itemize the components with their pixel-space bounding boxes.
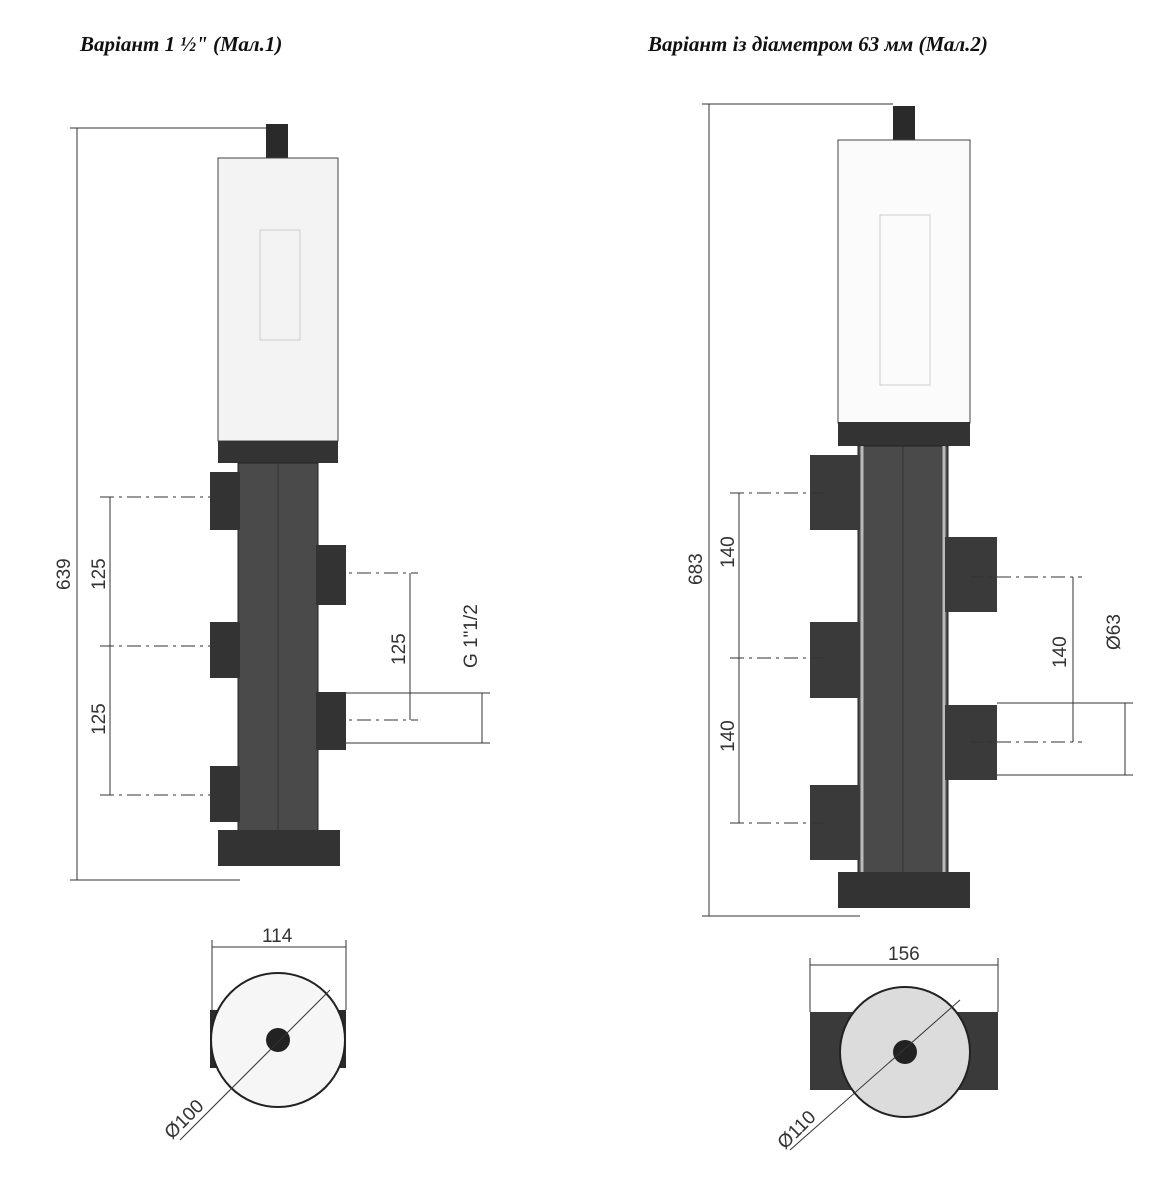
title-variant-2: Варіант із діаметром 63 мм (Мал.2)	[648, 32, 988, 56]
collar	[218, 441, 338, 463]
bottom-flange	[838, 872, 970, 908]
valve-1-top-view: 114 Ø100	[161, 926, 347, 1144]
dim-spacing-top: 125	[89, 558, 110, 590]
port-left-2	[210, 622, 240, 678]
port-left-1	[210, 472, 240, 530]
dim-spacing-top: 140	[718, 536, 739, 568]
dim-thread: G 1"1/2	[461, 604, 482, 668]
collar	[838, 422, 970, 446]
transparent-cover	[837, 139, 971, 424]
actuator-mechanism	[879, 214, 931, 386]
port-right-2	[316, 692, 346, 750]
title-variant-1: Варіант 1 ½" (Мал.1)	[80, 32, 283, 56]
port-left-3	[210, 766, 240, 822]
cable-gland	[266, 124, 288, 158]
dim-spacing-right: 125	[389, 633, 410, 665]
dim-diameter: Ø110	[774, 1107, 821, 1154]
port-right-1	[945, 537, 997, 612]
dim-total-height: 639	[54, 558, 75, 590]
dim-port-diameter: Ø63	[1104, 614, 1125, 650]
dim-width: 114	[262, 926, 293, 947]
port-right-1	[316, 545, 346, 605]
valve-2-front-view: 683 140 140 140 Ø63	[686, 103, 1133, 917]
dim-spacing-bottom: 140	[718, 720, 739, 752]
dim-spacing-right: 140	[1050, 636, 1071, 668]
dim-width: 156	[888, 944, 920, 965]
valve-2-top-view: 156 Ø110	[774, 944, 999, 1154]
valve-1-front-view: 639 125 125 125 G 1"1/2	[54, 124, 490, 881]
dim-diameter: Ø100	[161, 1096, 209, 1144]
dim-spacing-bottom: 125	[89, 703, 110, 735]
transparent-cover	[217, 157, 339, 442]
dim-total-height: 683	[686, 553, 707, 585]
bottom-flange	[218, 830, 340, 866]
port-left-2	[810, 622, 860, 698]
actuator-mechanism	[259, 229, 301, 341]
cable-gland	[893, 106, 915, 140]
